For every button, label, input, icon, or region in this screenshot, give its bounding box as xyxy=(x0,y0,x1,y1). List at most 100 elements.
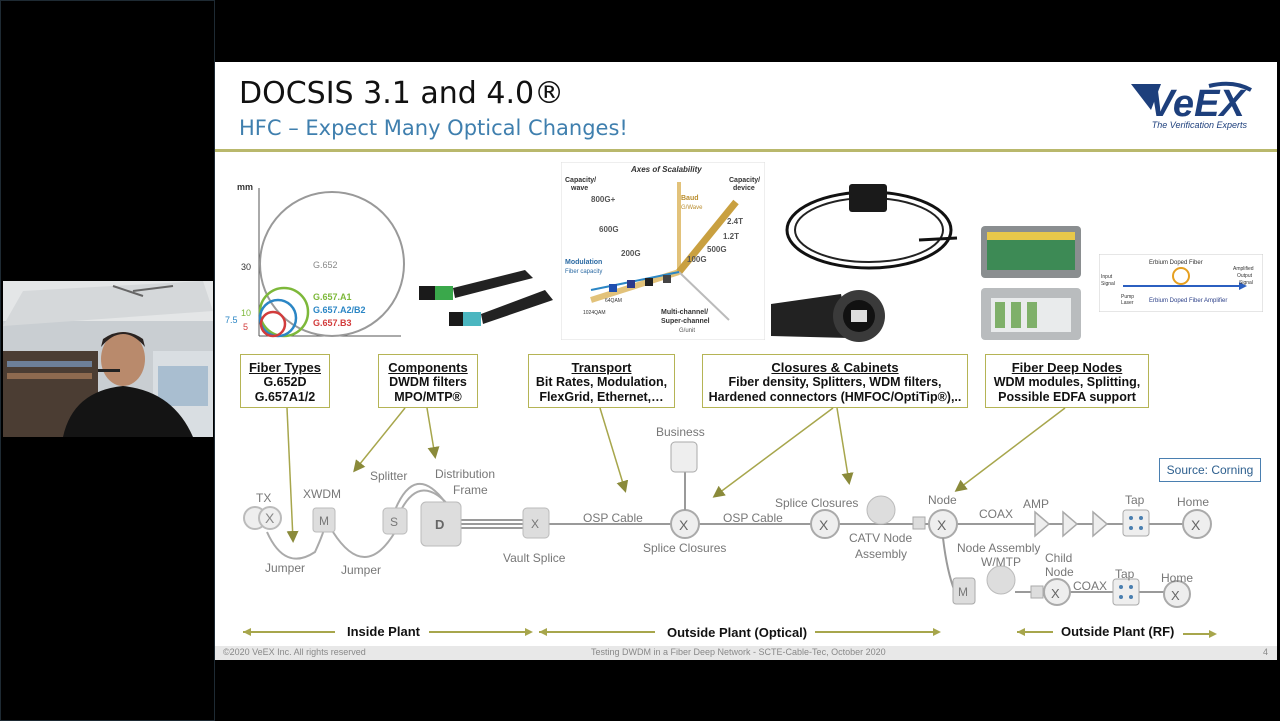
svg-text:VeEX: VeEX xyxy=(1149,83,1247,125)
presentation-slide: DOCSIS 3.1 and 4.0® HFC – Expect Many Op… xyxy=(215,62,1277,660)
svg-text:OSP Cable: OSP Cable xyxy=(583,511,643,525)
svg-text:CATV Node: CATV Node xyxy=(849,531,912,545)
svg-text:Jumper: Jumper xyxy=(341,563,381,577)
svg-text:Tap: Tap xyxy=(1115,567,1135,581)
footer-copyright: ©2020 VeEX Inc. All rights reserved xyxy=(223,647,366,657)
svg-text:Splitter: Splitter xyxy=(370,469,407,483)
svg-text:X: X xyxy=(531,517,539,531)
svg-text:S: S xyxy=(390,515,398,529)
footer-title: Testing DWDM in a Fiber Deep Network - S… xyxy=(591,647,886,657)
webcam-video xyxy=(3,281,213,437)
svg-text:Baud: Baud xyxy=(681,195,699,202)
svg-text:G/Wave: G/Wave xyxy=(681,205,703,211)
svg-text:X: X xyxy=(937,517,947,533)
svg-text:Assembly: Assembly xyxy=(855,547,907,561)
svg-text:Tap: Tap xyxy=(1125,493,1145,507)
closures-line2: Hardened connectors (HMFOC/OptiTip®),.. xyxy=(708,390,962,404)
tick-10: 10 xyxy=(241,308,251,318)
fiber-types-heading: Fiber Types xyxy=(248,360,321,375)
svg-text:Capacity/: Capacity/ xyxy=(729,177,760,184)
svg-text:X: X xyxy=(819,517,829,533)
svg-text:Child: Child xyxy=(1045,551,1072,565)
svg-text:M: M xyxy=(319,514,329,528)
transport-heading: Transport xyxy=(571,360,632,375)
g657b3-label: G.657.B3 xyxy=(313,318,352,328)
hardened-connector-image xyxy=(771,290,885,342)
svg-text:500G: 500G xyxy=(707,245,727,254)
svg-text:Splice Closures: Splice Closures xyxy=(643,541,726,555)
svg-text:800G+: 800G+ xyxy=(591,195,616,204)
svg-text:Jumper: Jumper xyxy=(265,561,305,575)
edfa-diagram: Erbium Doped Fiber Input Signal Amplifie… xyxy=(1099,254,1263,312)
svg-text:Node: Node xyxy=(928,493,957,507)
outside-plant-optical-label: Outside Plant (Optical) xyxy=(667,625,807,640)
source-note: Source: Corning xyxy=(1159,458,1261,482)
svg-text:XWDM: XWDM xyxy=(303,487,341,501)
footer-page-number: 4 xyxy=(1263,647,1269,657)
svg-text:Node: Node xyxy=(1045,565,1074,579)
svg-text:OSP Cable: OSP Cable xyxy=(723,511,783,525)
svg-text:Home: Home xyxy=(1177,495,1209,509)
svg-text:G/unit: G/unit xyxy=(679,328,695,334)
svg-text:M: M xyxy=(958,585,968,599)
fiber-types-line2: G.657A1/2 xyxy=(254,390,316,404)
svg-text:Modulation: Modulation xyxy=(565,259,602,266)
fiber-bend-chart: mm 30 10 7.5 5 G.652 G.657.A1 G.657.A2/B… xyxy=(225,182,405,338)
svg-text:device: device xyxy=(733,185,755,192)
svg-text:Splice Closures: Splice Closures xyxy=(775,496,858,510)
svg-text:1.2T: 1.2T xyxy=(723,232,739,241)
transport-line1: Bit Rates, Modulation, xyxy=(535,375,668,389)
fiber-deep-nodes-box: Fiber Deep Nodes WDM modules, Splitting,… xyxy=(985,354,1149,408)
svg-text:Node Assembly: Node Assembly xyxy=(957,541,1040,555)
veex-logo: VeEX xyxy=(1131,81,1252,125)
svg-text:Distribution: Distribution xyxy=(435,467,495,481)
components-line2: MPO/MTP® xyxy=(394,390,462,404)
components-line1: DWDM filters xyxy=(389,375,467,389)
svg-text:Pump: Pump xyxy=(1121,294,1134,300)
svg-text:Fiber capacity: Fiber capacity xyxy=(565,269,602,275)
g657a2-label: G.657.A2/B2 xyxy=(313,305,366,315)
svg-text:Frame: Frame xyxy=(453,483,488,497)
inside-plant-label: Inside Plant xyxy=(347,624,421,639)
svg-text:X: X xyxy=(679,517,689,533)
svg-text:Multi-channel/: Multi-channel/ xyxy=(661,309,708,316)
tick-5: 5 xyxy=(243,322,248,332)
slide-subtitle: HFC – Expect Many Optical Changes! xyxy=(239,116,628,140)
svg-text:Super-channel: Super-channel xyxy=(661,318,710,325)
network-diagram: X M S D X X X X X xyxy=(243,407,1217,640)
tick-7-5: 7.5 xyxy=(225,315,238,325)
slide-footer: ©2020 VeEX Inc. All rights reserved Test… xyxy=(215,646,1277,660)
transport-box: Transport Bit Rates, Modulation, FlexGri… xyxy=(528,354,675,408)
svg-text:COAX: COAX xyxy=(979,507,1013,521)
logo-tagline: The Verification Experts xyxy=(1151,120,1247,130)
g657a1-label: G.657.A1 xyxy=(313,292,352,302)
g652-label: G.652 xyxy=(313,260,338,270)
mpo-connectors-image xyxy=(419,270,553,326)
fiber-cable-image xyxy=(785,184,958,270)
fiber-deep-line1: WDM modules, Splitting, xyxy=(993,375,1141,389)
tick-30: 30 xyxy=(241,262,251,272)
fiber-types-line1: G.652D xyxy=(263,375,307,389)
svg-text:Business: Business xyxy=(656,425,705,439)
svg-text:Signal: Signal xyxy=(1101,281,1115,287)
svg-text:2.4T: 2.4T xyxy=(727,217,743,226)
svg-text:D: D xyxy=(435,517,444,532)
fiber-deep-node-image xyxy=(981,226,1081,340)
fiber-types-box: Fiber Types G.652D G.657A1/2 xyxy=(240,354,330,408)
closures-box: Closures & Cabinets Fiber density, Split… xyxy=(702,354,968,408)
components-heading: Components xyxy=(388,360,468,375)
tx-x: X xyxy=(265,510,275,526)
closures-line1: Fiber density, Splitters, WDM filters, xyxy=(728,375,942,389)
svg-text:100G: 100G xyxy=(687,255,707,264)
fiber-deep-heading: Fiber Deep Nodes xyxy=(1011,360,1123,375)
svg-text:W/MTP: W/MTP xyxy=(981,555,1021,569)
svg-text:COAX: COAX xyxy=(1073,579,1107,593)
svg-text:X: X xyxy=(1051,586,1060,601)
svg-text:Vault Splice: Vault Splice xyxy=(503,551,566,565)
svg-text:AMP: AMP xyxy=(1023,497,1049,511)
svg-text:200G: 200G xyxy=(621,249,641,258)
svg-text:64QAM: 64QAM xyxy=(605,298,622,304)
left-panel xyxy=(0,0,215,721)
svg-text:wave: wave xyxy=(570,185,588,192)
svg-text:Amplified: Amplified xyxy=(1233,266,1254,272)
